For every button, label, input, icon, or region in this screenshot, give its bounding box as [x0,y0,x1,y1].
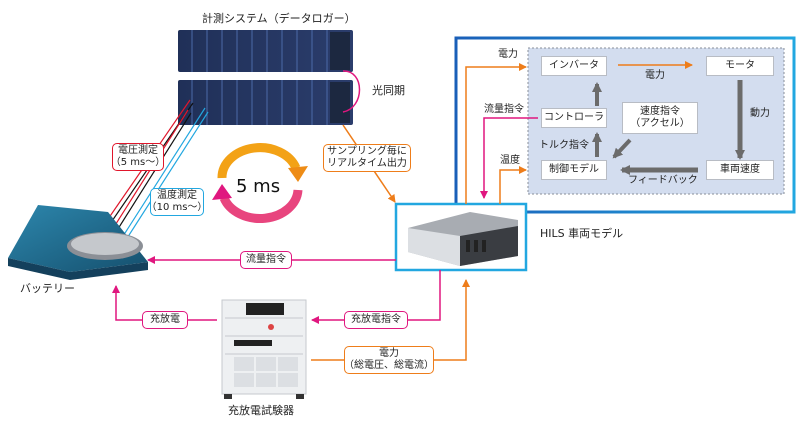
flow-command-box: 流量指令 [240,251,292,269]
temperature-measurement-interval: （10 ms〜） [146,202,208,213]
realtime-output-line1: サンプリング毎に [327,146,407,157]
cycle-time-label: 5 ms [236,176,281,197]
charge-discharge-box: 充放電 [142,311,188,329]
edge-label-power: 電力 [645,70,665,81]
voltage-measurement-interval: （5 ms〜） [110,157,166,168]
edge-label-feedback: フィードバック [628,175,698,186]
logger-title: 計測システム（データロガー） [202,12,356,25]
hils-power-input-label: 電力 [498,49,518,60]
temperature-input-line [499,166,527,204]
power-input-line [465,63,527,204]
flow-command-output-line [480,117,538,199]
edge-label-torque-command: トルク指令 [539,140,589,151]
node-inverter: インバータ [541,56,607,76]
hils-temperature-input-label: 温度 [500,155,520,166]
node-motor: モータ [706,56,774,76]
power-report-line2: （総電圧、総電流） [344,360,434,371]
speed-command-line2: （アクセル） [630,118,690,129]
edge-label-drive-power: 動力 [750,108,770,119]
tester-image [221,299,307,399]
realtime-output-box: サンプリング毎に リアルタイム出力 [323,144,411,172]
battery-image [8,205,148,280]
optical-sync-cable [342,70,361,113]
optical-sync-label: 光同期 [372,84,405,97]
power-report-box: 電力 （総電圧、総電流） [344,346,434,374]
speed-command-arrow [612,138,632,159]
voltage-measurement-box: 電圧測定 （5 ms〜） [110,143,166,171]
node-controller: コントローラ [541,108,607,128]
battery-label: バッテリー [20,282,75,295]
voltage-measurement-label: 電圧測定 [118,145,158,156]
node-speed-command: 速度指令 （アクセル） [622,102,698,134]
node-control-model: 制御モデル [541,160,607,180]
realtime-output-line2: リアルタイム出力 [327,158,407,169]
hils-device-image [408,212,518,266]
hils-label: HILS 車両モデル [540,227,624,240]
speed-command-line1: 速度指令 [640,106,680,117]
charge-discharge-command-box: 充放電指令 [344,311,408,329]
tester-label: 充放電試験器 [228,404,294,417]
temperature-measurement-box: 温度測定 （10 ms〜） [147,188,207,216]
data-logger-image [178,30,353,125]
temperature-measurement-label: 温度測定 [157,190,197,201]
cycle-arrows [212,143,308,223]
hils-flow-command-label: 流量指令 [484,104,524,115]
node-vehicle-speed: 車両速度 [706,160,774,180]
power-report-line1: 電力 [379,348,399,359]
